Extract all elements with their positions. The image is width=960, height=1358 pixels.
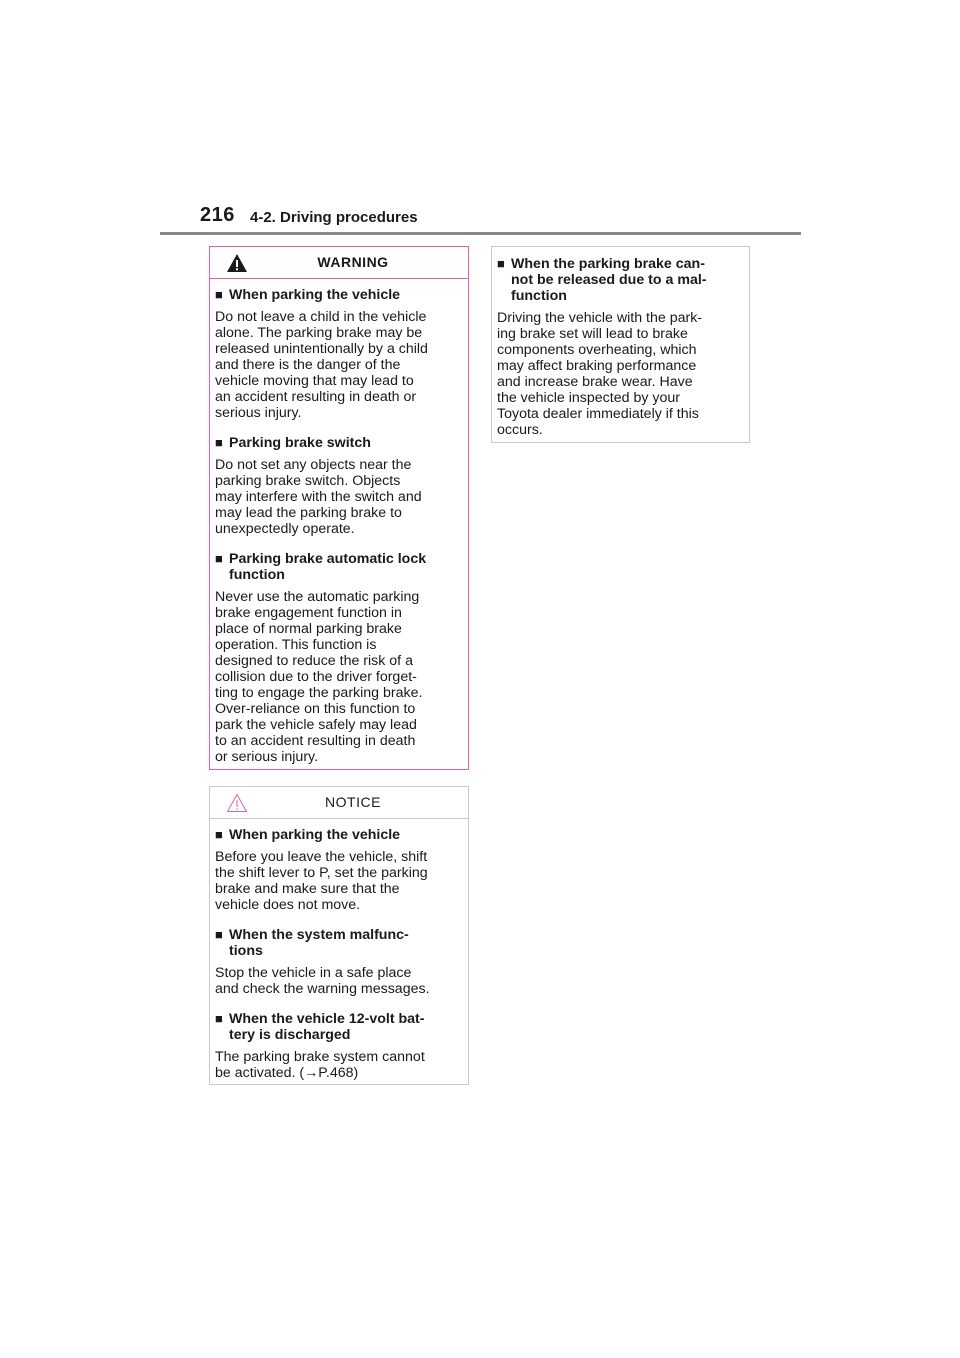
notice-item: ■ When the system malfunc- tions Stop the… [215, 927, 463, 997]
continued-item-text: Driving the vehicle with the park- ing b… [497, 310, 703, 438]
notice-label: NOTICE [325, 794, 381, 810]
warning-item-text: Do not set any objects near the parking … [215, 457, 422, 537]
bullet-square-icon: ■ [215, 1011, 223, 1026]
notice-item-heading: When the system malfunc- tions [229, 927, 409, 959]
warning-item-text: Do not leave a child in the vehicle alon… [215, 309, 428, 421]
bullet-square-icon: ■ [215, 927, 223, 942]
notice-item: ■ When the vehicle 12-volt bat- tery is d… [215, 1011, 463, 1081]
page-header: 216 4-2. Driving procedures [200, 204, 800, 234]
warning-item-heading: Parking brake automatic lock function [229, 551, 427, 583]
bullet-square-icon: ■ [215, 287, 223, 302]
section-title: 4-2. Driving procedures [250, 209, 418, 226]
warning-box-header: WARNING [210, 247, 468, 279]
notice-item-text: Before you leave the vehicle, shift the … [215, 849, 428, 913]
warning-box: WARNING ■ When parking the vehicle Do not… [209, 246, 469, 770]
notice-triangle-icon [226, 793, 248, 812]
warning-label: WARNING [317, 254, 389, 270]
warning-item: ■ Parking brake automatic lock function N… [215, 551, 463, 765]
notice-box: NOTICE ■ When parking the vehicle Before … [209, 786, 469, 1085]
warning-item-heading: When parking the vehicle [229, 287, 401, 303]
bullet-square-icon: ■ [215, 551, 223, 566]
continued-box: ■ When the parking brake can- not be rele… [491, 246, 750, 443]
page-number: 216 [200, 204, 235, 226]
bullet-square-icon: ■ [497, 256, 505, 271]
notice-item: ■ When parking the vehicle Before you lea… [215, 827, 463, 913]
notice-box-header: NOTICE [210, 787, 468, 819]
warning-triangle-icon [227, 254, 247, 272]
warning-item-text: Never use the automatic parking brake en… [215, 589, 423, 765]
notice-item-heading: When the vehicle 12-volt bat- tery is di… [229, 1011, 425, 1043]
continued-item-heading: When the parking brake can- not be relea… [511, 256, 707, 304]
notice-item-heading: When parking the vehicle [229, 827, 401, 843]
bullet-square-icon: ■ [215, 827, 223, 842]
warning-item-heading: Parking brake switch [229, 435, 371, 451]
warning-item: ■ When parking the vehicle Do not leave a… [215, 287, 463, 421]
header-rule [160, 232, 801, 235]
notice-item-text: The parking brake system cannot be activ… [215, 1049, 425, 1081]
bullet-square-icon: ■ [215, 435, 223, 450]
continued-item: ■ When the parking brake can- not be rele… [497, 256, 744, 438]
warning-item: ■ Parking brake switch Do not set any obj… [215, 435, 463, 537]
notice-item-text: Stop the vehicle in a safe place and che… [215, 965, 430, 997]
